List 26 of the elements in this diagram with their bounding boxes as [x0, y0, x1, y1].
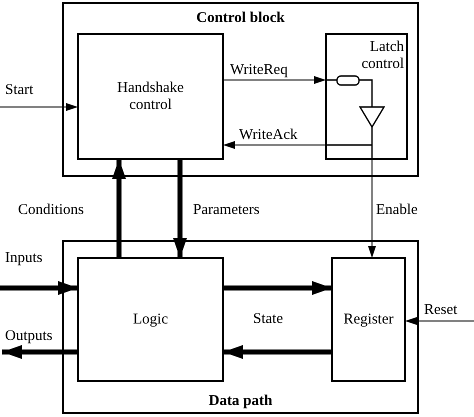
arrow: [0, 281, 78, 295]
edge-label: WriteReq: [229, 62, 289, 78]
arrow: [173, 159, 187, 258]
arrow: [222, 76, 326, 84]
block-label: Logic: [132, 311, 169, 328]
block-title: Data path: [208, 393, 274, 410]
block-frame: [62, 2, 419, 177]
arrow: [2, 345, 78, 359]
arrow: [223, 345, 332, 359]
block-box: [325, 33, 408, 160]
edge-label: Outputs: [4, 328, 54, 344]
block-box: [77, 33, 224, 160]
arrow: [222, 141, 326, 149]
block-title: Control block: [195, 10, 286, 27]
block-label: Latch control: [360, 39, 405, 73]
edge-label: Inputs: [4, 250, 44, 266]
arrow: [112, 159, 126, 258]
block-label: Handshake control: [116, 80, 185, 114]
arrow: [368, 158, 376, 258]
arrow: [404, 317, 474, 325]
arrow: [223, 281, 332, 295]
block-label: Register: [342, 311, 394, 328]
block-box: [331, 257, 406, 382]
block-box: [77, 257, 224, 382]
block-frame: [62, 240, 419, 414]
arrow: [0, 103, 78, 111]
